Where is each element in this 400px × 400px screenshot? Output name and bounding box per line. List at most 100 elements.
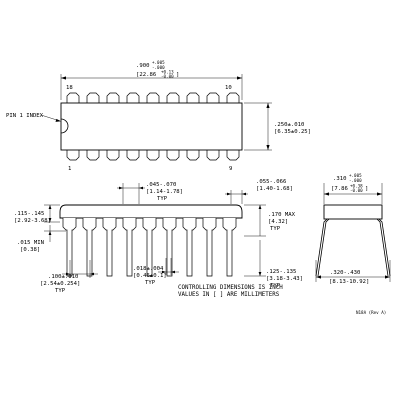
end-lead-left (315, 218, 330, 277)
row-mm-close: ] (365, 186, 368, 192)
top-body-outline (60, 102, 243, 151)
top-pin-lower (106, 150, 120, 161)
pin1-index-label: PIN 1 INDEX (6, 113, 44, 119)
row-mm: [7.86 (331, 186, 348, 192)
leadsp-arrow-right (90, 272, 94, 276)
maxh-arrow-top (258, 205, 262, 209)
leadsp-mm: [2.54±0.254] (40, 281, 80, 287)
side-lead (222, 218, 237, 277)
leadsp-dim: .100±.010 (48, 274, 78, 280)
top-pin-upper (146, 92, 160, 103)
width-dim: .250±.010 (274, 122, 304, 128)
side-lead (82, 218, 97, 277)
pin-number-1: 1 (68, 166, 71, 172)
leadlen-typ: TYP (270, 283, 281, 289)
top-pin-lower (186, 150, 200, 161)
spread-arrow-right (385, 275, 390, 279)
height-dim: .115-.145 (14, 211, 44, 217)
length-mm-close: ] (176, 72, 179, 78)
leadw-dim: .018±.004 (133, 266, 164, 272)
leadlen-mm: [3.18-3.43] (266, 276, 303, 282)
leadw-mm: [0.46±0.1] (133, 273, 167, 279)
width-arrow-top (266, 103, 270, 108)
pitch-dim: .045-.070 (146, 182, 176, 188)
width-arrow-bottom (266, 145, 270, 150)
top-pin-lower (146, 150, 160, 161)
width-mm: [6.35±0.25] (274, 129, 311, 135)
length-arrow-left (61, 76, 66, 80)
pin1-notch (60, 118, 69, 134)
pin-number-18: 18 (66, 85, 73, 91)
revision-label: N18A (Rev A) (356, 310, 386, 315)
top-pin-upper (106, 92, 120, 103)
maxh-mm: [4.32] (268, 219, 288, 225)
top-pin-upper (86, 92, 100, 103)
top-pin-upper (206, 92, 220, 103)
standoff-arrow (48, 231, 52, 235)
length-tol-plus: +.005 (152, 60, 165, 65)
side-lead (142, 218, 157, 277)
side-body-outline (59, 204, 243, 219)
pin-number-10: 10 (225, 85, 232, 91)
leadlen-dim: .125-.135 (266, 269, 296, 275)
pitch-typ: TYP (157, 196, 168, 202)
end-body-outline (323, 204, 383, 220)
top-pin-lower (206, 150, 220, 161)
pin1-leader-arrow (55, 118, 61, 122)
notes: CONTROLLING DIMENSIONS IS INCH VALUES IN… (178, 285, 386, 315)
row-arrow-right (377, 192, 382, 196)
side-lead (182, 218, 197, 277)
shoulder-dim: .055-.066 (256, 179, 286, 185)
top-pins-lower (66, 150, 240, 161)
length-arrow-right (237, 76, 242, 80)
standoff-dim: .015 MIN (17, 240, 44, 246)
note-millimeters: VALUES IN [ ] ARE MILLIMETERS (178, 292, 280, 298)
top-pin-lower (86, 150, 100, 161)
row-tol-plus: +.005 (349, 173, 362, 178)
row-mm-tol-minus: -0.00 (350, 188, 363, 193)
leadlen-arrow-bottom (258, 272, 262, 276)
shoulder-mm: [1.40-1.68] (256, 186, 293, 192)
length-mm-tol-minus: -0.00 (161, 74, 174, 79)
leadw-arrow-left (162, 270, 166, 274)
height-arrow-bottom (48, 218, 52, 222)
side-lead (62, 218, 77, 277)
top-pin-upper (166, 92, 180, 103)
maxh-dim: .170 MAX (268, 212, 296, 218)
side-leads (62, 218, 237, 277)
top-pin-lower (226, 150, 240, 161)
top-pin-upper (186, 92, 200, 103)
spread-dim: .320-.430 (330, 270, 360, 276)
pin-number-9: 9 (229, 166, 232, 172)
row-tol-minus: -.000 (349, 178, 362, 183)
row-mm-tol-plus: +0.38 (350, 184, 363, 189)
top-pin-upper (66, 92, 80, 103)
end-lead-right (376, 218, 391, 277)
top-pin-upper (126, 92, 140, 103)
top-pins-upper (66, 92, 240, 103)
side-view: .045-.070 [1.14-1.78] TYP .055-.066 [1.4… (14, 179, 303, 294)
leadw-typ: TYP (145, 280, 156, 286)
shoulder-arrow-left (227, 192, 231, 196)
top-pin-upper (226, 92, 240, 103)
length-dim: .900 (136, 63, 149, 69)
maxh-typ: TYP (270, 226, 281, 232)
note-controlling: CONTROLLING DIMENSIONS IS INCH (178, 285, 283, 291)
side-lead (122, 218, 137, 277)
pitch-arrow-right (139, 186, 143, 190)
end-view: .310 +.005 -.000 [7.86 +0.38 -0.00 ] .32… (315, 173, 391, 285)
spread-mm: [8.13-10.92] (329, 279, 369, 285)
standoff-mm: [0.38] (20, 247, 40, 253)
top-pin-lower (66, 150, 80, 161)
height-arrow-top (48, 205, 52, 209)
pitch-arrow-left (119, 186, 123, 190)
top-view: .900 +.005 -.000 [22.86 +0.13 -0.00 ] 18… (6, 60, 311, 172)
length-mm: [22.86 (136, 72, 156, 78)
height-mm: [2.92-3.68] (14, 218, 51, 224)
shoulder-arrow-right (242, 192, 246, 196)
leadw-arrow-right (171, 270, 175, 274)
row-arrow-left (324, 192, 329, 196)
side-lead (202, 218, 217, 277)
row-dim: .310 (333, 176, 346, 182)
